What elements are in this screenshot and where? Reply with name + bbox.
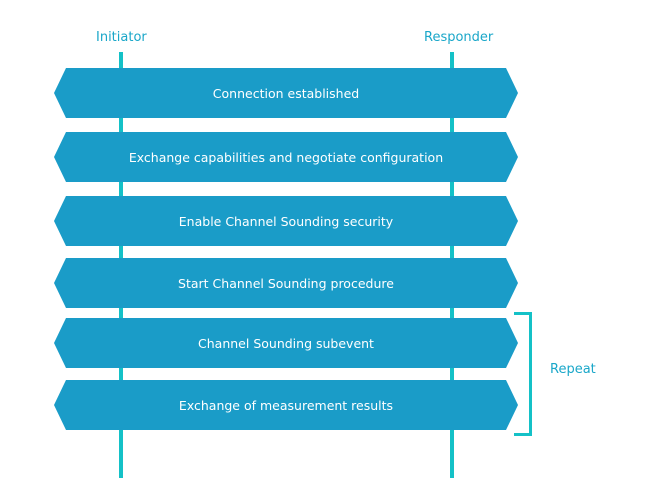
step-exchange-capabilities: Exchange capabilities and negotiate conf… (54, 132, 518, 182)
repeat-label: Repeat (550, 362, 596, 377)
initiator-label: Initiator (96, 30, 147, 45)
step-connection-established: Connection established (54, 68, 518, 118)
step-subevent: Channel Sounding subevent (54, 318, 518, 368)
step-exchange-results: Exchange of measurement results (54, 380, 518, 430)
responder-label: Responder (424, 30, 494, 45)
step-start-procedure: Start Channel Sounding procedure (54, 258, 518, 308)
repeat-bracket (514, 312, 532, 436)
step-enable-security: Enable Channel Sounding security (54, 196, 518, 246)
